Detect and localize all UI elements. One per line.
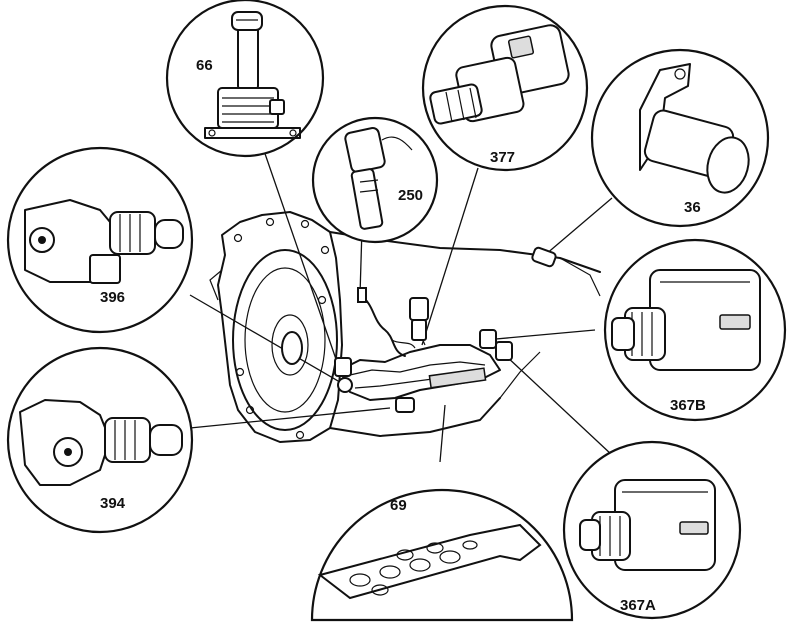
callout-label-250: 250 [398, 187, 423, 204]
callout-circle-396: 396 [6, 146, 194, 334]
callout-circle-394: 394 [6, 346, 194, 534]
callout-circle-66: 66 [165, 0, 325, 158]
callout-label-396: 396 [100, 289, 125, 306]
callout-circle-36: 36 [590, 48, 770, 228]
callout-label-367a: 367A [620, 597, 656, 614]
callout-label-69: 69 [390, 497, 407, 514]
callout-label-394: 394 [100, 495, 126, 512]
callout-label-66: 66 [196, 57, 213, 74]
callout-circle-367a: 367A [562, 440, 742, 620]
callout-label-367b: 367B [670, 397, 706, 414]
callout-circle-69: 69 [310, 488, 574, 622]
leader-lines [189, 144, 613, 463]
transmission-assembly [209, 211, 601, 443]
callout-label-377: 377 [490, 149, 515, 166]
callout-circle-367b: 367B [603, 238, 787, 422]
callout-circle-250: 250 [311, 116, 439, 244]
callout-label-36: 36 [684, 199, 701, 216]
callout-circle-377: 377 [421, 4, 589, 172]
